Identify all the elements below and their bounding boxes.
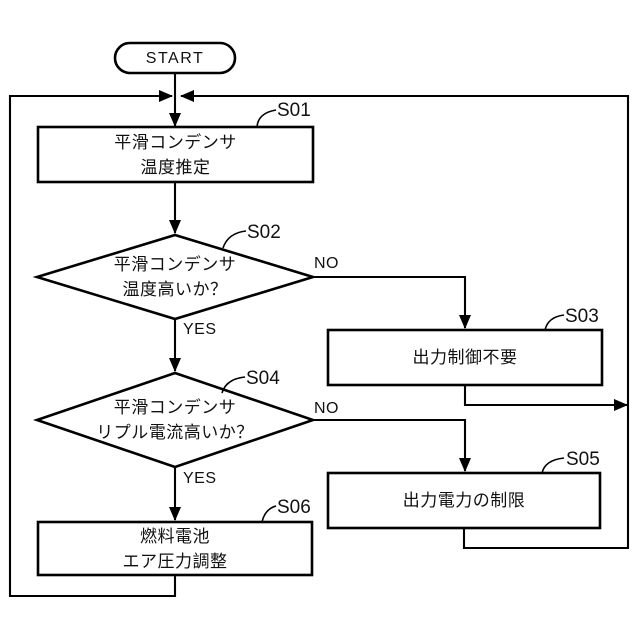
- s04-step-label: S04: [246, 368, 280, 389]
- edge-s05-right-return-loop: [180, 90, 630, 550]
- s01-step-label: S01: [277, 100, 311, 121]
- s04-no-label: NO: [314, 400, 339, 417]
- s06-label-leader-line: [261, 505, 277, 523]
- s02-yes-label: YES: [183, 321, 217, 338]
- s05-process-shape: [326, 471, 602, 530]
- s04-node-label: 平滑コンデンサ リプル電流高いか？: [96, 398, 254, 442]
- s06-step-label: S06: [277, 497, 311, 518]
- start-node-label: START: [145, 49, 205, 67]
- s05-label-leader-line: [541, 457, 565, 474]
- s02-no-label: NO: [314, 255, 339, 272]
- edge-s03-to-right-loop: [463, 385, 628, 411]
- s01-node-label: 平滑コンデンサ 温度推定: [114, 132, 237, 177]
- s02-node-label: 平滑コンデンサ 温度高いか？: [113, 255, 237, 299]
- s06-process-shape: [36, 520, 314, 577]
- s04-yes-label: YES: [183, 470, 217, 487]
- s04-label-leader-line: [221, 376, 246, 394]
- s03-label-leader-line: [544, 314, 565, 331]
- edge-s06-left-return-loop: [8, 90, 177, 598]
- s05-step-label: S05: [566, 449, 600, 470]
- s01-process-shape: [36, 125, 315, 184]
- s01-label-leader-line: [256, 109, 277, 128]
- s02-label-leader-line: [222, 230, 247, 249]
- edge-s04-no-to-s05: [313, 418, 471, 472]
- s02-step-label: S02: [247, 222, 281, 243]
- s03-step-label: S03: [565, 306, 599, 327]
- s05-node-label: 出力電力の制限: [402, 491, 526, 510]
- s03-node-label: 出力制御不要: [412, 348, 518, 367]
- s03-process-shape: [326, 328, 604, 387]
- edge-s02-no-to-s03: [313, 275, 471, 329]
- s06-node-label: 燃料電池 エア圧力調整: [122, 526, 228, 571]
